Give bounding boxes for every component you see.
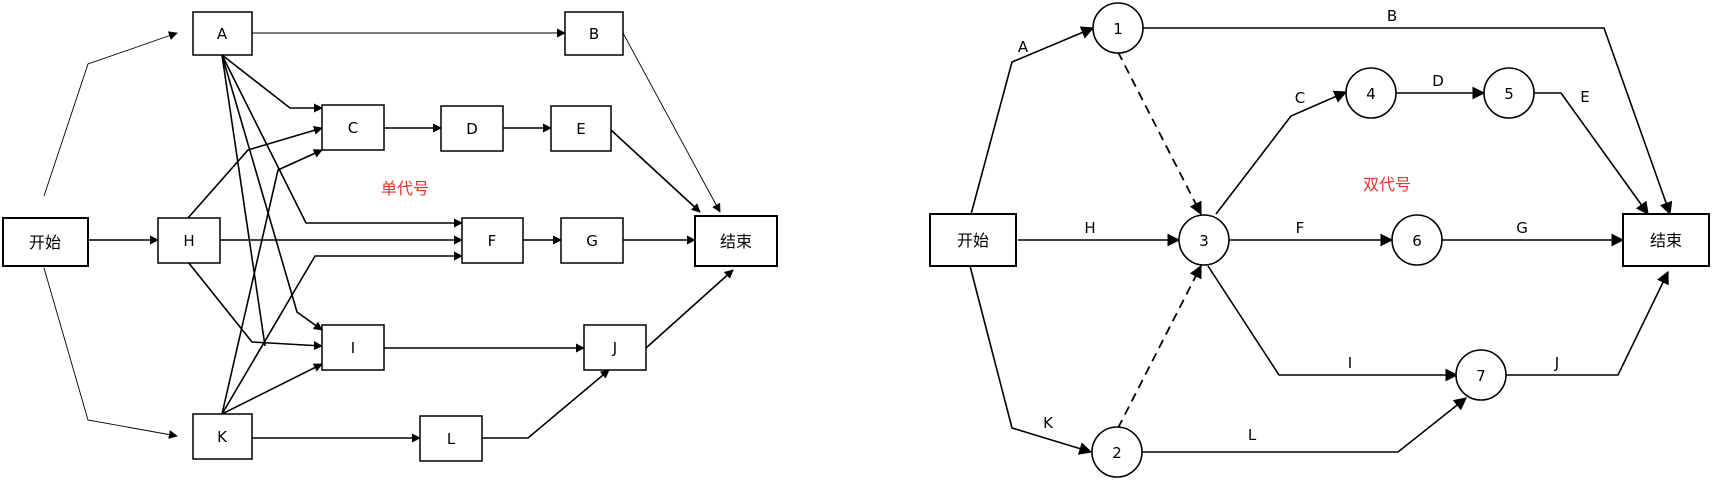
edge-activity-a (969, 26, 1095, 219)
node-b: B (564, 11, 624, 56)
edge-l-j (482, 369, 610, 439)
aoa-start: 开始 (929, 213, 1017, 267)
aon-nodes: 开始 A B C D E H (2, 11, 778, 462)
node-l-label: L (447, 430, 456, 448)
event-1: 1 (1092, 2, 1144, 54)
edge-h-c (187, 125, 323, 219)
node-g: G (560, 217, 624, 264)
edge-dummy-2-3 (1117, 264, 1202, 429)
node-i: I (321, 324, 385, 371)
edge-e-end (610, 129, 701, 213)
event-6-label: 6 (1412, 232, 1422, 250)
aoa-nodes: 开始 结束 1 2 3 4 (929, 2, 1710, 478)
node-g-label: G (586, 232, 598, 250)
edge-activity-c (1215, 90, 1348, 215)
node-i-label: I (351, 339, 355, 357)
event-7-label: 7 (1476, 367, 1486, 385)
event-4-label: 4 (1366, 85, 1376, 103)
node-d-label: D (466, 120, 478, 138)
edge-a-i (221, 54, 323, 331)
edge-activity-l (1142, 397, 1468, 453)
edge-activity-e (1534, 92, 1649, 216)
edge-k-f (221, 251, 463, 415)
event-3: 3 (1178, 214, 1230, 266)
label-activity-a: A (1018, 38, 1029, 56)
node-h: H (157, 217, 221, 264)
node-j: J (583, 324, 647, 371)
event-7: 7 (1455, 349, 1507, 401)
edge-a-c (221, 54, 323, 113)
node-end-label: 结束 (720, 232, 752, 251)
edge-a-i-2 (221, 54, 266, 347)
event-4: 4 (1345, 67, 1397, 119)
aon-edges (43, 28, 734, 443)
node-end: 结束 (694, 215, 778, 267)
label-activity-g: G (1516, 219, 1528, 237)
aoa-start-label: 开始 (957, 231, 989, 250)
node-d: D (440, 105, 504, 152)
edge-h-i (187, 261, 323, 351)
node-k-label: K (217, 428, 228, 446)
label-activity-d: D (1432, 72, 1444, 90)
node-f: F (461, 217, 524, 264)
edge-dummy-1-3 (1117, 51, 1202, 216)
label-activity-l: L (1248, 426, 1257, 444)
label-activity-e: E (1580, 88, 1589, 106)
edge-k-i (221, 363, 323, 415)
node-start-label: 开始 (29, 233, 61, 252)
edge-activity-k (969, 265, 1093, 455)
label-activity-j: J (1554, 354, 1559, 372)
node-l: L (419, 415, 483, 462)
edge-b-end (622, 32, 721, 213)
node-c: C (321, 104, 385, 151)
edge-k-c (221, 149, 323, 415)
event-6: 6 (1391, 214, 1443, 266)
node-j-label: J (612, 339, 617, 357)
node-b-label: B (589, 25, 599, 43)
label-activity-b: B (1387, 7, 1397, 25)
edge-j-end (645, 269, 734, 349)
edge-activity-b (1142, 27, 1673, 216)
event-2: 2 (1091, 426, 1143, 478)
label-activity-f: F (1296, 219, 1305, 237)
label-activity-h: H (1084, 219, 1095, 237)
aoa-edges (969, 26, 1673, 455)
label-activity-c: C (1295, 89, 1305, 107)
node-e-label: E (576, 120, 585, 138)
node-f-label: F (488, 232, 497, 250)
node-h-label: H (183, 232, 194, 250)
aon-title: 单代号 (381, 179, 429, 198)
event-5: 5 (1483, 67, 1535, 119)
aoa-diagram: A B C D E H F G I J K L 开始 结束 1 (929, 2, 1710, 478)
edge-activity-i (1207, 265, 1459, 382)
aoa-end-label: 结束 (1650, 231, 1682, 250)
label-activity-k: K (1043, 414, 1054, 432)
aoa-end: 结束 (1622, 213, 1710, 267)
edge-activity-j (1505, 270, 1669, 376)
aon-diagram: 开始 A B C D E H (2, 11, 778, 462)
aoa-title: 双代号 (1363, 175, 1411, 194)
node-k: K (192, 413, 253, 460)
label-activity-i: I (1348, 354, 1352, 372)
event-5-label: 5 (1504, 85, 1514, 103)
node-start: 开始 (2, 217, 89, 267)
node-a: A (192, 11, 253, 56)
edge-a-f (221, 54, 463, 228)
node-e: E (550, 105, 612, 152)
event-1-label: 1 (1113, 20, 1123, 38)
node-c-label: C (348, 119, 358, 137)
edge-start-k (43, 267, 178, 439)
node-a-label: A (217, 25, 228, 43)
edge-start-a (43, 31, 178, 197)
event-3-label: 3 (1199, 232, 1209, 250)
event-2-label: 2 (1112, 444, 1122, 462)
aoa-activity-labels: A B C D E H F G I J K L (1018, 7, 1590, 444)
